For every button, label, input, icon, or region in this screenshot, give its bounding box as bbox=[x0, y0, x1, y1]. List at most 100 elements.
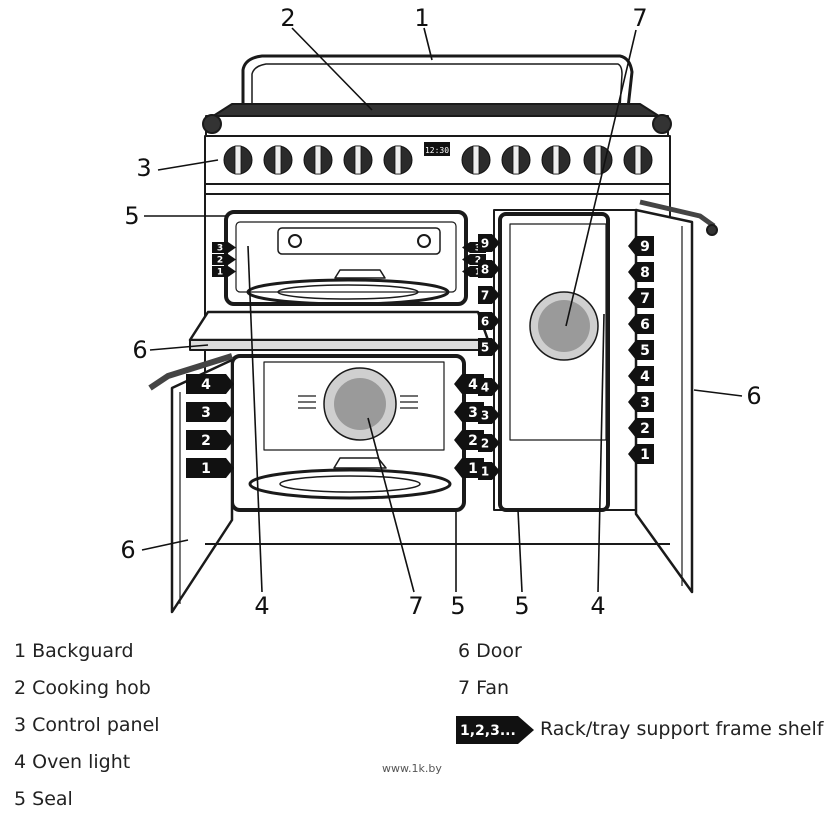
shelf-badge-right-door: 9 bbox=[628, 236, 654, 256]
legend-oven-light: 4 Oven light bbox=[14, 751, 131, 773]
shelf-badge-right-door: 6 bbox=[628, 314, 654, 334]
legend-backguard: 1 Backguard bbox=[14, 640, 134, 662]
top-oven-door bbox=[188, 310, 490, 342]
svg-text:1: 1 bbox=[217, 268, 223, 278]
oven-diagram: 12:30 43213213214321987654321987654321 2… bbox=[120, 4, 761, 620]
shelf-badge-mid: 6 bbox=[478, 312, 500, 330]
callout-fan-top: 7 bbox=[632, 4, 647, 32]
knob-grip bbox=[512, 145, 520, 175]
shelf-badge-left-door: 1 bbox=[186, 458, 234, 478]
callout-control-panel: 3 bbox=[136, 154, 151, 182]
callout-door-right: 6 bbox=[746, 382, 761, 410]
knob-grip bbox=[552, 145, 560, 175]
knob-grip bbox=[354, 145, 362, 175]
knob-grip bbox=[274, 145, 282, 175]
left-oven-door bbox=[170, 358, 234, 614]
svg-text:4: 4 bbox=[640, 369, 650, 385]
svg-text:3: 3 bbox=[217, 244, 223, 254]
svg-text:2: 2 bbox=[217, 256, 223, 266]
backguard bbox=[241, 54, 634, 109]
svg-text:3: 3 bbox=[201, 405, 211, 421]
shelf-badge-right-door: 7 bbox=[628, 288, 654, 308]
callout-seal-right: 5 bbox=[514, 592, 529, 620]
svg-text:6: 6 bbox=[640, 317, 650, 333]
shelf-badge-mid: 2 bbox=[478, 434, 500, 452]
svg-text:8: 8 bbox=[481, 262, 489, 276]
shelf-badge-mid: 3 bbox=[478, 406, 500, 424]
shelf-badge-mid: 7 bbox=[478, 286, 500, 304]
svg-text:1: 1 bbox=[640, 447, 650, 463]
svg-text:3: 3 bbox=[468, 405, 478, 421]
shelf-badge-mid: 1 bbox=[478, 462, 500, 480]
shelf-badge-mid: 5 bbox=[478, 338, 500, 356]
legend-cooking-hob: 2 Cooking hob bbox=[14, 677, 151, 699]
callout-door-left: 6 bbox=[120, 536, 135, 564]
shelf-badge-left-door: 3 bbox=[186, 402, 234, 422]
svg-text:9: 9 bbox=[640, 239, 650, 255]
shelf-badge-right-door: 2 bbox=[628, 418, 654, 438]
shelf-badge-right-door: 8 bbox=[628, 262, 654, 282]
shelf-badge-right-door: 4 bbox=[628, 366, 654, 386]
svg-text:4: 4 bbox=[468, 377, 478, 393]
shelf-badge-right-door: 5 bbox=[628, 340, 654, 360]
callout-light-left: 4 bbox=[254, 592, 269, 620]
svg-text:7: 7 bbox=[481, 288, 489, 302]
callout-light-right: 4 bbox=[590, 592, 605, 620]
callout-fan-bottom: 7 bbox=[408, 592, 423, 620]
svg-text:4: 4 bbox=[481, 380, 489, 394]
shelf-badge-left-door: 2 bbox=[186, 430, 234, 450]
shelf-badge-top-left: 2 bbox=[212, 254, 236, 266]
shelf-badge-center: 2 bbox=[454, 430, 484, 450]
shelf-badges: 43213213214321987654321987654321 bbox=[186, 234, 654, 480]
svg-text:2: 2 bbox=[640, 421, 650, 437]
callout-door-mid: 6 bbox=[132, 336, 147, 364]
legend-rack-text: Rack/tray support frame shelf bbox=[540, 718, 824, 740]
rack-badge-text: 1,2,3... bbox=[460, 723, 516, 739]
shelf-badge-mid: 9 bbox=[478, 234, 500, 252]
knob-grip bbox=[234, 145, 242, 175]
svg-text:5: 5 bbox=[481, 340, 489, 354]
svg-text:4: 4 bbox=[201, 377, 211, 393]
shelf-badge-mid: 8 bbox=[478, 260, 500, 278]
svg-text:9: 9 bbox=[481, 236, 489, 250]
callout-hob: 2 bbox=[280, 4, 295, 32]
shelf-badge-right-door: 3 bbox=[628, 392, 654, 412]
knob-grip bbox=[472, 145, 480, 175]
callout-seal-left: 5 bbox=[124, 202, 139, 230]
footer-watermark: www.1k.by bbox=[382, 762, 442, 775]
top-oven-seal bbox=[224, 210, 468, 306]
svg-text:8: 8 bbox=[640, 265, 650, 281]
svg-text:2: 2 bbox=[201, 433, 211, 449]
knob-grip bbox=[394, 145, 402, 175]
callout-seal-mid: 5 bbox=[450, 592, 465, 620]
legend-seal: 5 Seal bbox=[14, 788, 73, 810]
svg-text:6: 6 bbox=[481, 314, 489, 328]
knob-grip bbox=[314, 145, 322, 175]
shelf-badge-center: 3 bbox=[454, 402, 484, 422]
svg-text:1: 1 bbox=[468, 461, 478, 477]
svg-text:2: 2 bbox=[481, 436, 489, 450]
rack-badge: 1,2,3... bbox=[456, 716, 534, 744]
shelf-badge-top-left: 1 bbox=[212, 266, 236, 278]
legend-door: 6 Door bbox=[458, 640, 522, 662]
shelf-badge-center: 1 bbox=[454, 458, 484, 478]
svg-text:3: 3 bbox=[640, 395, 650, 411]
svg-text:3: 3 bbox=[481, 408, 489, 422]
control-knobs bbox=[223, 145, 653, 175]
svg-text:1: 1 bbox=[481, 464, 489, 478]
legend-fan: 7 Fan bbox=[458, 677, 509, 699]
legend-control-panel: 3 Control panel bbox=[14, 714, 160, 736]
svg-text:1: 1 bbox=[201, 461, 211, 477]
shelf-badge-center: 4 bbox=[454, 374, 484, 394]
knob-grip bbox=[634, 145, 642, 175]
svg-text:5: 5 bbox=[640, 343, 650, 359]
svg-text:2: 2 bbox=[468, 433, 478, 449]
shelf-badge-right-door: 1 bbox=[628, 444, 654, 464]
shelf-badge-mid: 4 bbox=[478, 378, 500, 396]
clock-display bbox=[424, 142, 450, 156]
callout-backguard: 1 bbox=[414, 4, 429, 32]
svg-text:7: 7 bbox=[640, 291, 650, 307]
clock-display-text: 12:30 bbox=[425, 146, 449, 155]
shelf-badge-left-door: 4 bbox=[186, 374, 234, 394]
shelf-badge-top-left: 3 bbox=[212, 242, 236, 254]
